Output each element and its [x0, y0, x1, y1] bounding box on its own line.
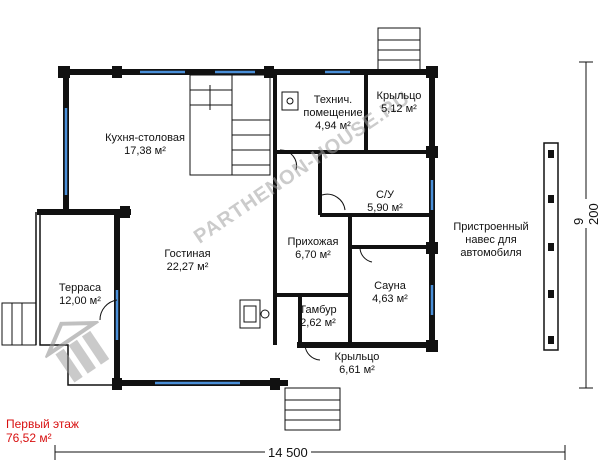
room-area: 4,63 м²	[372, 293, 408, 305]
height-dimension: 9 200	[571, 199, 600, 228]
floor-title: Первый этаж 76,52 м²	[6, 417, 79, 445]
room-name: Прихожая	[287, 236, 339, 248]
room-name: Кухня-столовая	[105, 132, 185, 144]
floor-title-name: Первый этаж	[6, 417, 79, 431]
interior-walls	[273, 72, 432, 345]
stair-front	[284, 387, 341, 431]
log-joints	[58, 66, 438, 390]
windows	[64, 70, 434, 385]
room-bathroom: С/У 5,90 м²	[355, 189, 415, 215]
room-hall: Прихожая 6,70 м²	[278, 236, 348, 262]
room-living: Гостиная 22,27 м²	[150, 248, 225, 274]
room-name: С/У	[376, 189, 394, 201]
room-area: 12,00 м²	[59, 295, 101, 307]
stair-inner	[189, 74, 271, 176]
room-area: 6,61 м²	[339, 364, 375, 376]
carport-posts	[543, 142, 559, 351]
door-swings	[99, 149, 373, 361]
fireplace	[239, 299, 270, 329]
room-porch-rear: Крыльцо 5,12 м²	[368, 90, 430, 116]
width-dimension: 14 500	[265, 445, 311, 460]
room-name: Тамбур	[299, 304, 337, 316]
room-area: 6,70 м²	[295, 249, 331, 261]
room-name: Терраса	[58, 282, 102, 294]
room-area: 22,27 м²	[166, 261, 209, 273]
room-kitchen: Кухня-столовая 17,38 м²	[95, 132, 195, 158]
stair-rear	[377, 27, 421, 73]
floor-title-area: 76,52 м²	[6, 431, 52, 445]
house-logo-icon	[33, 303, 122, 392]
room-name: Крыльцо	[376, 90, 422, 102]
room-area: 5,12 м²	[381, 103, 417, 115]
room-sauna: Сауна 4,63 м²	[358, 280, 422, 306]
room-name: Крыльцо	[334, 351, 380, 363]
room-area: 4,94 м²	[315, 120, 351, 132]
stair-terrace	[1, 302, 37, 346]
room-area: 17,38 м²	[124, 145, 166, 157]
room-area: 5,90 м²	[367, 202, 403, 214]
room-terrace: Терраса 12,00 м²	[50, 282, 110, 308]
room-name: Технич. помещение	[303, 94, 363, 119]
room-tech: Технич. помещение 4,94 м²	[298, 94, 368, 133]
room-vestibule: Тамбур 2,62 м²	[288, 304, 348, 330]
room-area: 2,62 м²	[300, 317, 336, 329]
room-name: Гостиная	[164, 248, 211, 260]
tech-equipment	[281, 91, 299, 111]
carport-note: Пристроенный навес для автомобиля	[453, 221, 529, 259]
room-porch-front: Крыльцо 6,61 м²	[325, 351, 389, 377]
room-name: Сауна	[374, 280, 406, 292]
